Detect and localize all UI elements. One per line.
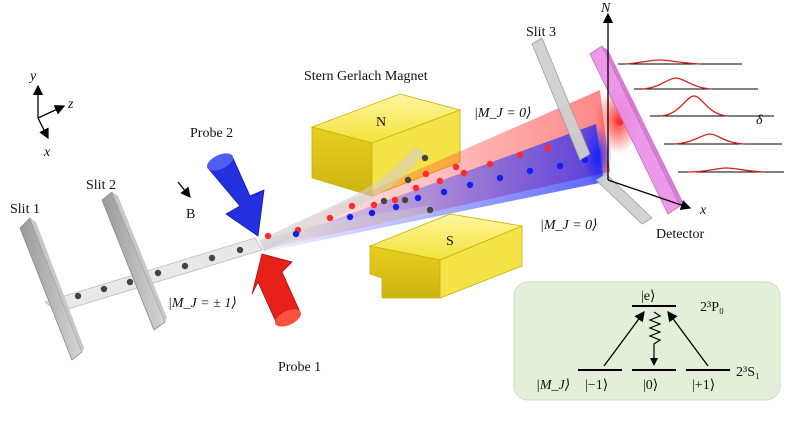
slit-2: Slit 2 <box>86 178 167 331</box>
atoms-in-tube <box>74 246 244 300</box>
excited-state-label: |e⟩ <box>641 289 655 304</box>
b-field-label: B <box>186 207 195 222</box>
probe-1-arrow: Probe 1 <box>251 253 321 375</box>
slit-2-label: Slit 2 <box>86 178 116 193</box>
plot-axis-delta: δ <box>756 113 763 128</box>
trace-3 <box>650 95 774 117</box>
coordinate-axes: y z x <box>28 69 74 160</box>
probe-2-label: Probe 2 <box>190 126 233 141</box>
ground-term-label: 2³S₁ <box>736 365 760 380</box>
atoms-neutral <box>380 154 434 214</box>
level-zero: |0⟩ <box>643 378 658 393</box>
magnet-north-label: N <box>376 115 386 130</box>
detector-label: Detector <box>656 227 705 242</box>
plot-axis-x: x <box>699 203 707 218</box>
slit-1: Slit 1 <box>10 202 84 361</box>
level-plus1: |+1⟩ <box>692 378 715 393</box>
mj-pm1-label: |M_J = ± 1⟩ <box>168 296 237 311</box>
trace-4 <box>664 133 782 145</box>
mj-row-label: |M_J⟩ <box>536 378 570 393</box>
slit-3: Slit 3 <box>526 25 653 225</box>
level-minus1: |−1⟩ <box>585 378 608 393</box>
axis-y-label: y <box>28 69 37 84</box>
atoms-blue <box>292 156 589 238</box>
b-field: B <box>177 181 195 222</box>
trace-1 <box>618 59 742 65</box>
trace-2 <box>634 77 758 90</box>
slit-3-label: Slit 3 <box>526 25 556 40</box>
slit-1-label: Slit 1 <box>10 202 40 217</box>
energy-level-panel: |e⟩ 2³P₀ 2³S₁ |M_J⟩ |−1⟩ |0⟩ |+1⟩ <box>513 281 781 401</box>
mj0-top-label: |M_J = 0⟩ <box>474 106 532 121</box>
probe-2-arrow: Probe 2 <box>190 126 265 237</box>
trace-5 <box>678 167 784 173</box>
plot-axis-n: N <box>600 1 611 16</box>
magnet-south-label: S <box>446 234 454 249</box>
magnet-label: Stern Gerlach Magnet <box>304 69 428 84</box>
axis-z-label: z <box>67 97 74 112</box>
probe-1-label: Probe 1 <box>278 360 321 375</box>
detector-plate: Detector <box>589 45 705 242</box>
signal-plot: N δ x <box>600 1 784 218</box>
magnet-south: S <box>368 213 524 299</box>
mj0-bottom-label: |M_J = 0⟩ <box>540 218 598 233</box>
excited-term-label: 2³P₀ <box>700 300 724 315</box>
axis-x-label: x <box>43 145 51 160</box>
